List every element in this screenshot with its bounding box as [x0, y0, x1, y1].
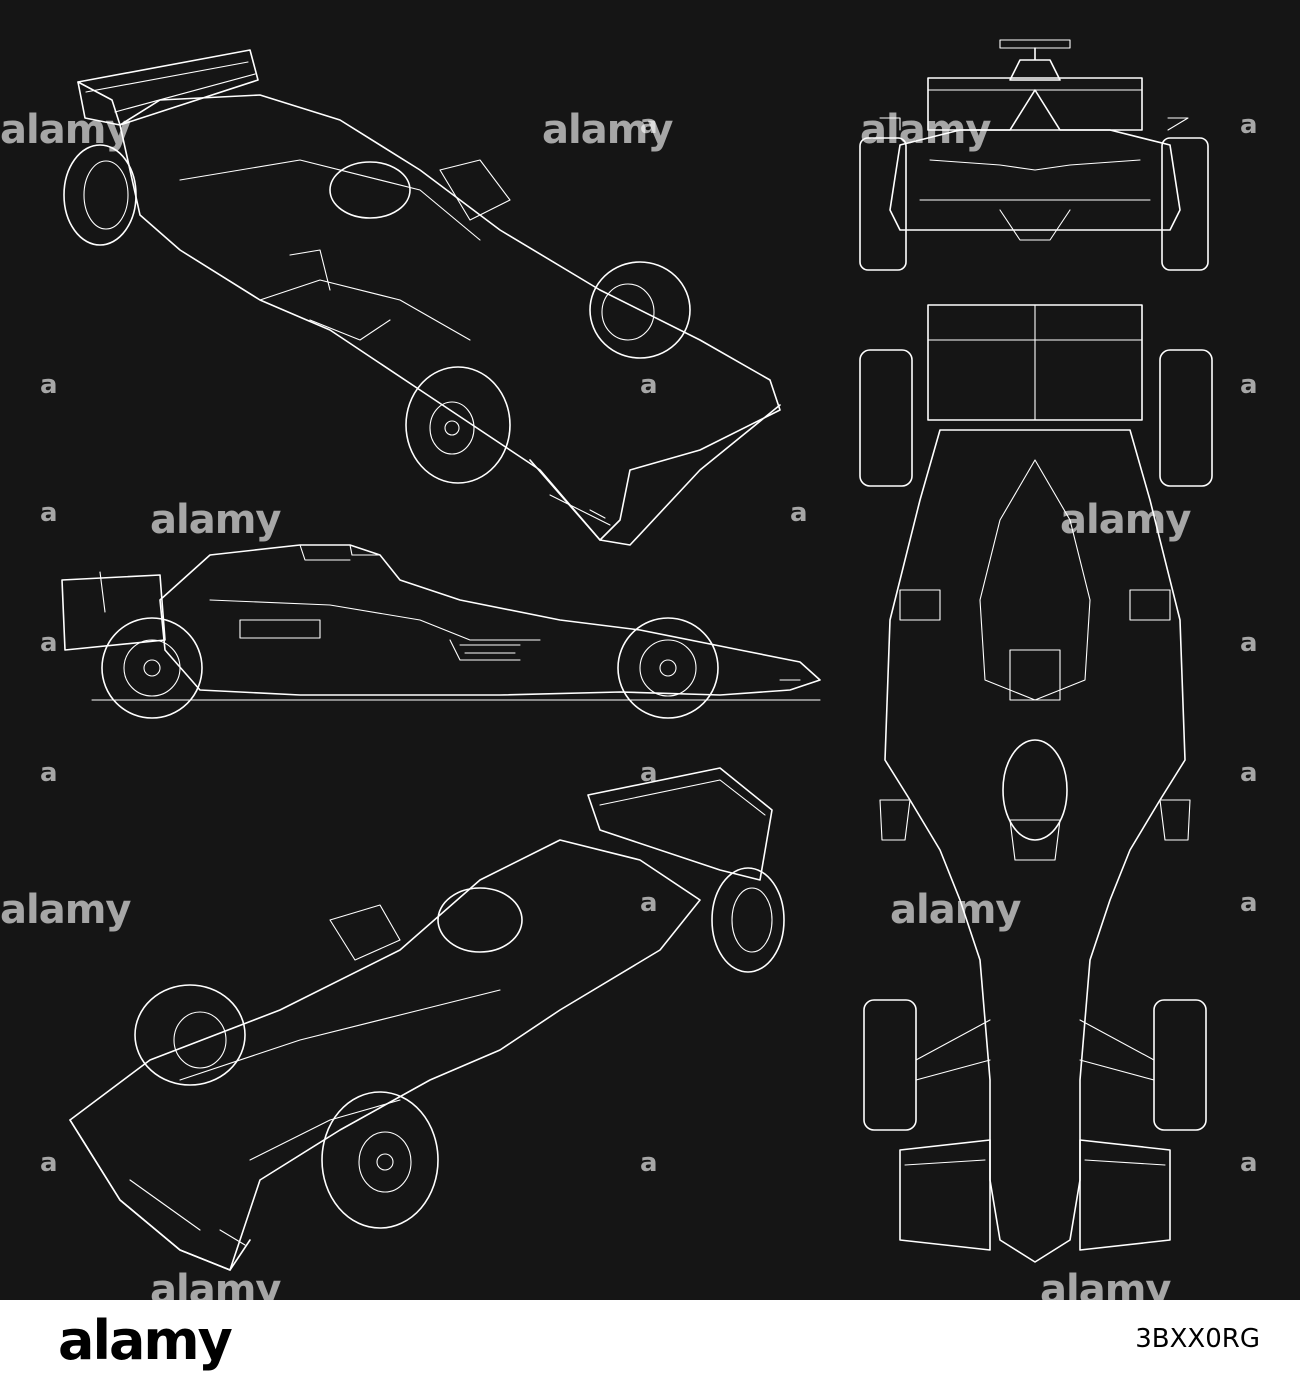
watermark-mark: a: [40, 498, 58, 528]
watermark-mark: a: [640, 758, 658, 788]
watermark: alamy: [542, 107, 673, 153]
footer-logo: alamy: [58, 1309, 233, 1372]
image-id-label: 3BXX0RG: [1135, 1324, 1260, 1354]
watermark-mark: a: [40, 370, 58, 400]
watermark-mark: a: [1240, 628, 1258, 658]
top-view: [859, 304, 1213, 1263]
watermark-mark: a: [1240, 888, 1258, 918]
watermark-mark: a: [1240, 110, 1258, 140]
watermark: alamy: [860, 107, 991, 153]
watermark-mark: a: [640, 1148, 658, 1178]
car-drawings: [61, 39, 1213, 1271]
perspective-view-top: [63, 49, 781, 546]
watermark-mark: a: [790, 498, 808, 528]
watermark-mark: a: [1240, 1148, 1258, 1178]
watermark-mark: a: [40, 1148, 58, 1178]
watermark: alamy: [1040, 1267, 1171, 1300]
watermark: alamy: [150, 497, 281, 543]
watermark: alamy: [0, 887, 131, 933]
watermark-mark: a: [640, 888, 658, 918]
perspective-view-bottom: [69, 767, 785, 1271]
rear-view: [859, 39, 1209, 271]
watermark-mark: a: [40, 628, 58, 658]
drawing-canvas: alamy alamy alamy alamy alamy alamy alam…: [0, 0, 1300, 1300]
watermark-mark: a: [1240, 758, 1258, 788]
watermark-mark: a: [640, 370, 658, 400]
watermark: alamy: [1060, 497, 1191, 543]
watermark-mark: a: [1240, 370, 1258, 400]
watermark-mark: a: [640, 110, 658, 140]
watermark-mark: a: [40, 758, 58, 788]
watermark: alamy: [0, 107, 131, 153]
side-view: [61, 544, 821, 719]
watermark: alamy: [150, 1267, 281, 1300]
watermark: alamy: [890, 887, 1021, 933]
footer-bar: alamy 3BXX0RG: [0, 1300, 1300, 1390]
